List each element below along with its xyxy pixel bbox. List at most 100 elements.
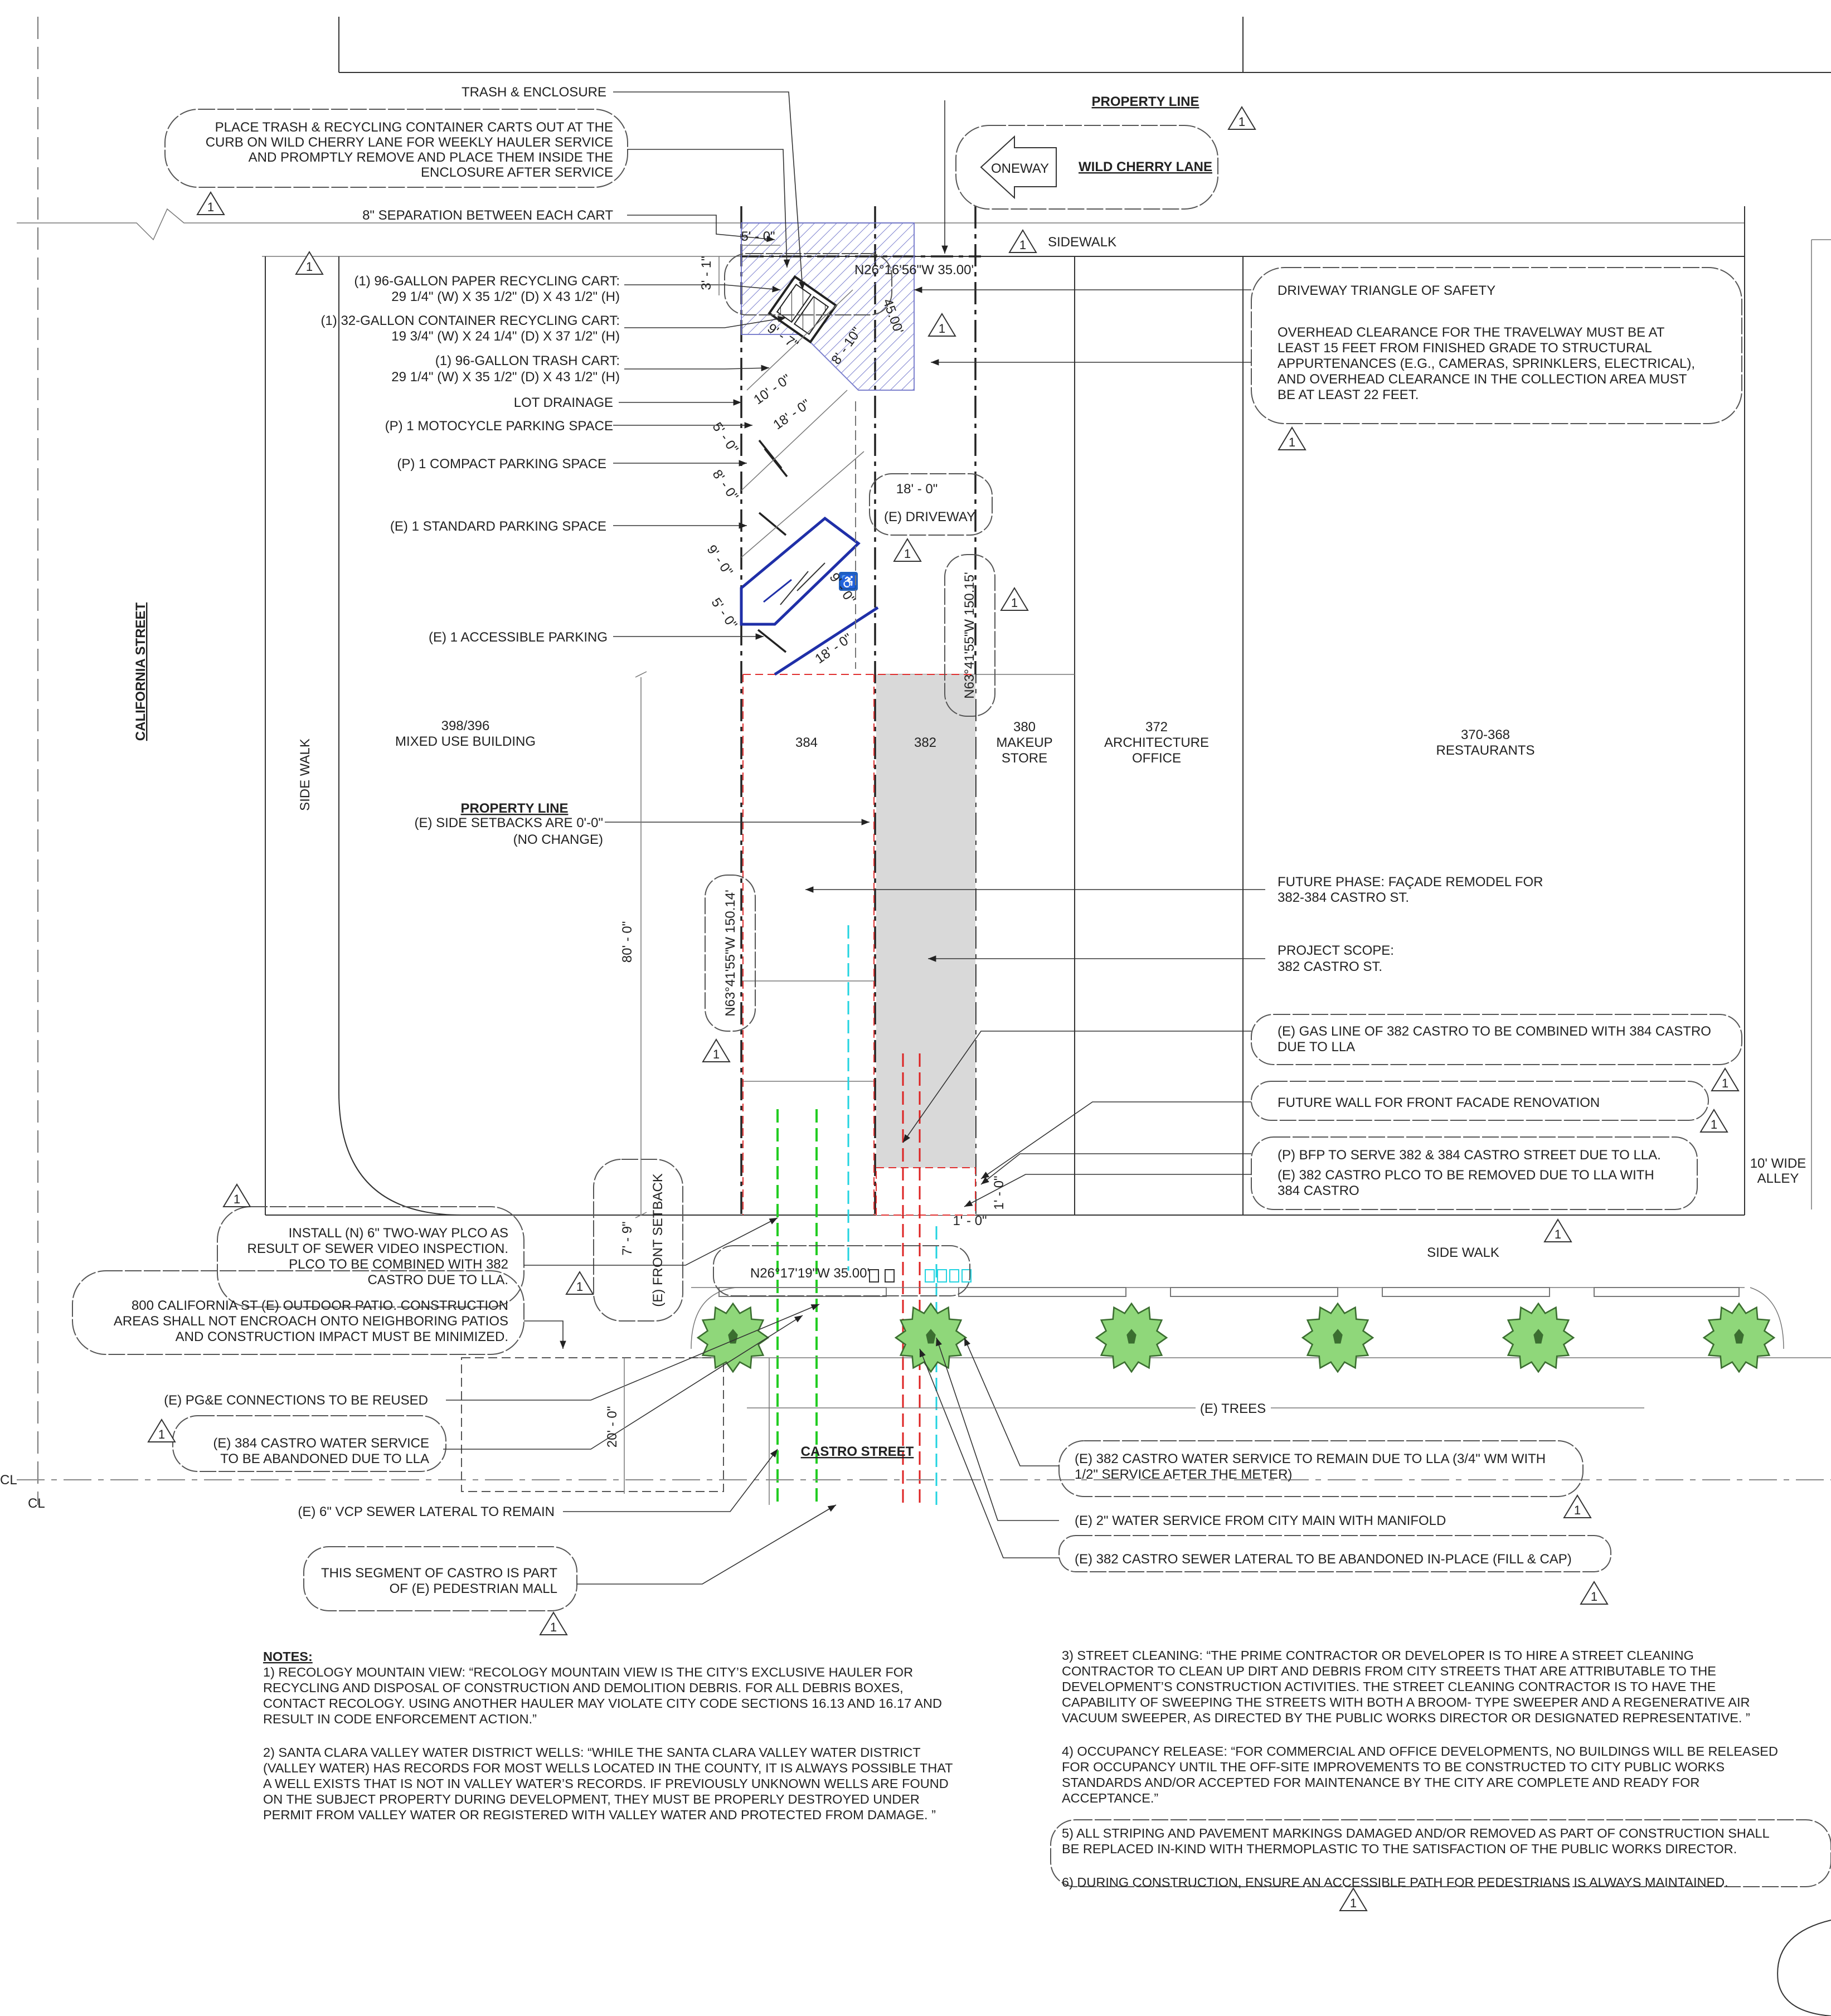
- callout-water-384-1: (E) 384 CASTRO WATER SERVICE: [213, 1436, 429, 1451]
- building-labels: 398/396 MIXED USE BUILDING 384 382 380 M…: [395, 718, 1534, 766]
- callout-project-scope-1: PROJECT SCOPE:: [1278, 943, 1394, 958]
- note-2-line-3: A WELL EXISTS THAT IS NOT IN VALLEY WATE…: [263, 1776, 949, 1791]
- note-2-line-4: ON THE SUBJECT PROPERTY DURING DEVELOPME…: [263, 1792, 920, 1806]
- callout-overhead-4: AND OVERHEAD CLEARANCE IN THE COLLECTION…: [1278, 372, 1687, 387]
- accessible-parking-stall: ♿: [740, 516, 879, 676]
- callout-accessible: (E) 1 ACCESSIBLE PARKING: [429, 630, 608, 645]
- utility-meters: [869, 1269, 972, 1283]
- note-4-line-1: 4) OCCUPANCY RELEASE: “FOR COMMERCIAL AN…: [1062, 1744, 1778, 1758]
- revision-triangles: 1 1 1 1 1 1 1 1 1 1 1 1 1 1 1 1 1 1 1: [147, 106, 1740, 1911]
- callout-driveway: (E) DRIVEWAY: [884, 509, 975, 524]
- svg-text:1: 1: [158, 1427, 165, 1441]
- callout-patio-1: 800 CALIFORNIA ST (E) OUTDOOR PATIO. CON…: [132, 1298, 508, 1313]
- building-398-number: 398/396: [441, 718, 490, 733]
- svg-text:1: 1: [234, 1192, 240, 1206]
- note-4-line-4: ACCEPTANCE.”: [1062, 1791, 1158, 1805]
- callout-patio-3: AND CONSTRUCTION IMPACT MUST BE MINIMIZE…: [176, 1329, 508, 1344]
- svg-text:1: 1: [1722, 1076, 1728, 1090]
- dim-10-0: 10' - 0": [751, 371, 794, 407]
- note-1-line-4: RESULT IN CODE ENFORCEMENT ACTION.”: [263, 1712, 537, 1726]
- callout-standard: (E) 1 STANDARD PARKING SPACE: [390, 519, 606, 534]
- callout-pge: (E) PG&E CONNECTIONS TO BE REUSED: [164, 1393, 428, 1408]
- street-name-california: CALIFORNIA STREET: [133, 602, 148, 741]
- dim-1-0b: 1' - 0": [992, 1175, 1007, 1209]
- callout-compact: (P) 1 COMPACT PARKING SPACE: [397, 456, 606, 472]
- svg-text:1: 1: [306, 260, 313, 274]
- callout-overhead-2: LEAST 15 FEET FROM FINISHED GRADE TO STR…: [1278, 341, 1652, 356]
- project-scope-area-382: [876, 674, 975, 1168]
- property-line-mid-label: PROPERTY LINE: [461, 801, 569, 816]
- svg-text:1: 1: [207, 200, 214, 214]
- oneway-arrow-icon: [980, 135, 1057, 200]
- svg-text:♿: ♿: [840, 574, 857, 590]
- note-6: 6) DURING CONSTRUCTION, ENSURE AN ACCESS…: [1062, 1875, 1728, 1889]
- svg-text:1: 1: [1289, 435, 1295, 449]
- note-2-line-1: 2) SANTA CLARA VALLEY WATER DISTRICT WEL…: [263, 1745, 921, 1760]
- svg-text:1: 1: [1011, 596, 1018, 610]
- note-2-line-5: PERMIT FROM VALLEY WATER OR REGISTERED W…: [263, 1808, 936, 1822]
- leader-lines: [443, 91, 1644, 1585]
- svg-text:1: 1: [1350, 1896, 1357, 1910]
- tree-icon: [1301, 1303, 1374, 1373]
- callout-cart-paper-1: (1) 96-GALLON PAPER RECYCLING CART:: [354, 274, 620, 289]
- building-398-use: MIXED USE BUILDING: [395, 734, 536, 749]
- note-1-line-1: 1) RECOLOGY MOUNTAIN VIEW: “RECOLOGY MOU…: [263, 1665, 913, 1679]
- callout-bfp: (P) BFP TO SERVE 382 & 384 CASTRO STREET…: [1278, 1148, 1661, 1163]
- callout-future-wall: FUTURE WALL FOR FRONT FACADE RENOVATION: [1278, 1095, 1600, 1110]
- dim-20: 20' - 0": [605, 1406, 620, 1447]
- note-3-line-5: VACUUM SWEEPER, AS DIRECTED BY THE PUBLI…: [1062, 1711, 1750, 1725]
- general-labels: PROPERTY LINE PROPERTY LINE SIDEWALK SID…: [0, 94, 1499, 1511]
- callout-trash-enclosure: TRASH & ENCLOSURE: [462, 85, 606, 100]
- side-walk-left-label: SIDE WALK: [298, 739, 313, 811]
- callout-cart-container-1: (1) 32-GALLON CONTAINER RECYCLING CART:: [320, 313, 620, 328]
- trash-carts: [768, 275, 838, 344]
- callout-driveway-triangle: DRIVEWAY TRIANGLE OF SAFETY: [1278, 283, 1495, 298]
- callout-water-382-2: 1/2" SERVICE AFTER THE METER): [1075, 1467, 1292, 1482]
- future-wall-zone: [876, 1167, 976, 1216]
- building-372-use-2: OFFICE: [1132, 751, 1181, 766]
- dim-bearing-left: N63°41'55"W 150.14': [723, 890, 738, 1016]
- note-5-line-2: BE REPLACED IN-KIND WITH THERMOPLASTIC T…: [1062, 1842, 1737, 1856]
- callout-water-382-1: (E) 382 CASTRO WATER SERVICE TO REMAIN D…: [1075, 1451, 1546, 1466]
- dim-bearing-bottom: N26°17'19"W 35.00': [750, 1266, 870, 1281]
- svg-text:1: 1: [904, 547, 911, 561]
- note-1-line-3: CONTACT RECOLOGY. USING ANOTHER HAULER M…: [263, 1696, 942, 1711]
- building-384-number: 384: [795, 735, 818, 750]
- note-3-line-1: 3) STREET CLEANING: “THE PRIME CONTRACTO…: [1062, 1648, 1694, 1663]
- svg-text:1: 1: [550, 1620, 557, 1634]
- building-382-number: 382: [914, 735, 936, 750]
- street-name-wild-cherry: WILD CHERRY LANE: [1079, 159, 1212, 174]
- callout-lot-drainage: LOT DRAINAGE: [514, 395, 613, 410]
- note-4-line-2: FOR OCCUPANCY UNTIL THE OFF-SITE IMPROVE…: [1062, 1760, 1725, 1774]
- callout-cart-trash-1: (1) 96-GALLON TRASH CART:: [435, 353, 620, 368]
- callout-place-carts-2: CURB ON WILD CHERRY LANE FOR WEEKLY HAUL…: [206, 135, 613, 150]
- dim-5-0: 5' - 0": [741, 229, 775, 244]
- callout-vcp: (E) 6" VCP SEWER LATERAL TO REMAIN: [298, 1504, 555, 1519]
- tree-icon: [1703, 1303, 1775, 1373]
- building-370-use: RESTAURANTS: [1436, 743, 1535, 758]
- svg-text:1: 1: [1555, 1227, 1561, 1241]
- street-name-castro: CASTRO STREET: [801, 1444, 914, 1459]
- building-380-use-2: STORE: [1002, 751, 1047, 766]
- dim-18-0-driveway: 18' - 0": [896, 482, 938, 497]
- svg-text:1: 1: [1239, 115, 1245, 129]
- svg-text:1: 1: [1019, 238, 1026, 252]
- callout-install-plco-3: PLCO TO BE COMBINED WITH 382: [289, 1257, 508, 1272]
- callout-cart-trash-2: 29 1/4" (W) X 35 1/2" (D) X 43 1/2" (H): [391, 370, 620, 385]
- title-block-lines: [338, 17, 1831, 73]
- callout-gas-line-2: DUE TO LLA: [1278, 1039, 1355, 1055]
- street-trees: [697, 1303, 1775, 1373]
- dim-8-0: 8' - 0": [710, 467, 741, 504]
- left-callouts: TRASH & ENCLOSURE PLACE TRASH & RECYCLIN…: [206, 85, 975, 847]
- callout-place-carts-4: ENCLOSURE AFTER SERVICE: [421, 165, 613, 180]
- alley-label-1: 10' WIDE: [1750, 1156, 1806, 1171]
- castro-curb: [691, 1287, 1831, 1505]
- callout-water-384-2: TO BE ABANDONED DUE TO LLA: [220, 1451, 429, 1466]
- side-walk-bottom-label: SIDE WALK: [1427, 1245, 1499, 1260]
- callout-future-phase-1: FUTURE PHASE: FAÇADE REMODEL FOR: [1278, 875, 1543, 890]
- svg-text:1: 1: [939, 322, 945, 336]
- dim-bearing-top: N26°16'56"W 35.00': [854, 263, 974, 278]
- callout-place-carts-3: AND PROMPTLY REMOVE AND PLACE THEM INSID…: [249, 150, 613, 165]
- tree-icon: [1502, 1303, 1575, 1373]
- callout-gas-line-1: (E) GAS LINE OF 382 CASTRO TO BE COMBINE…: [1278, 1024, 1711, 1039]
